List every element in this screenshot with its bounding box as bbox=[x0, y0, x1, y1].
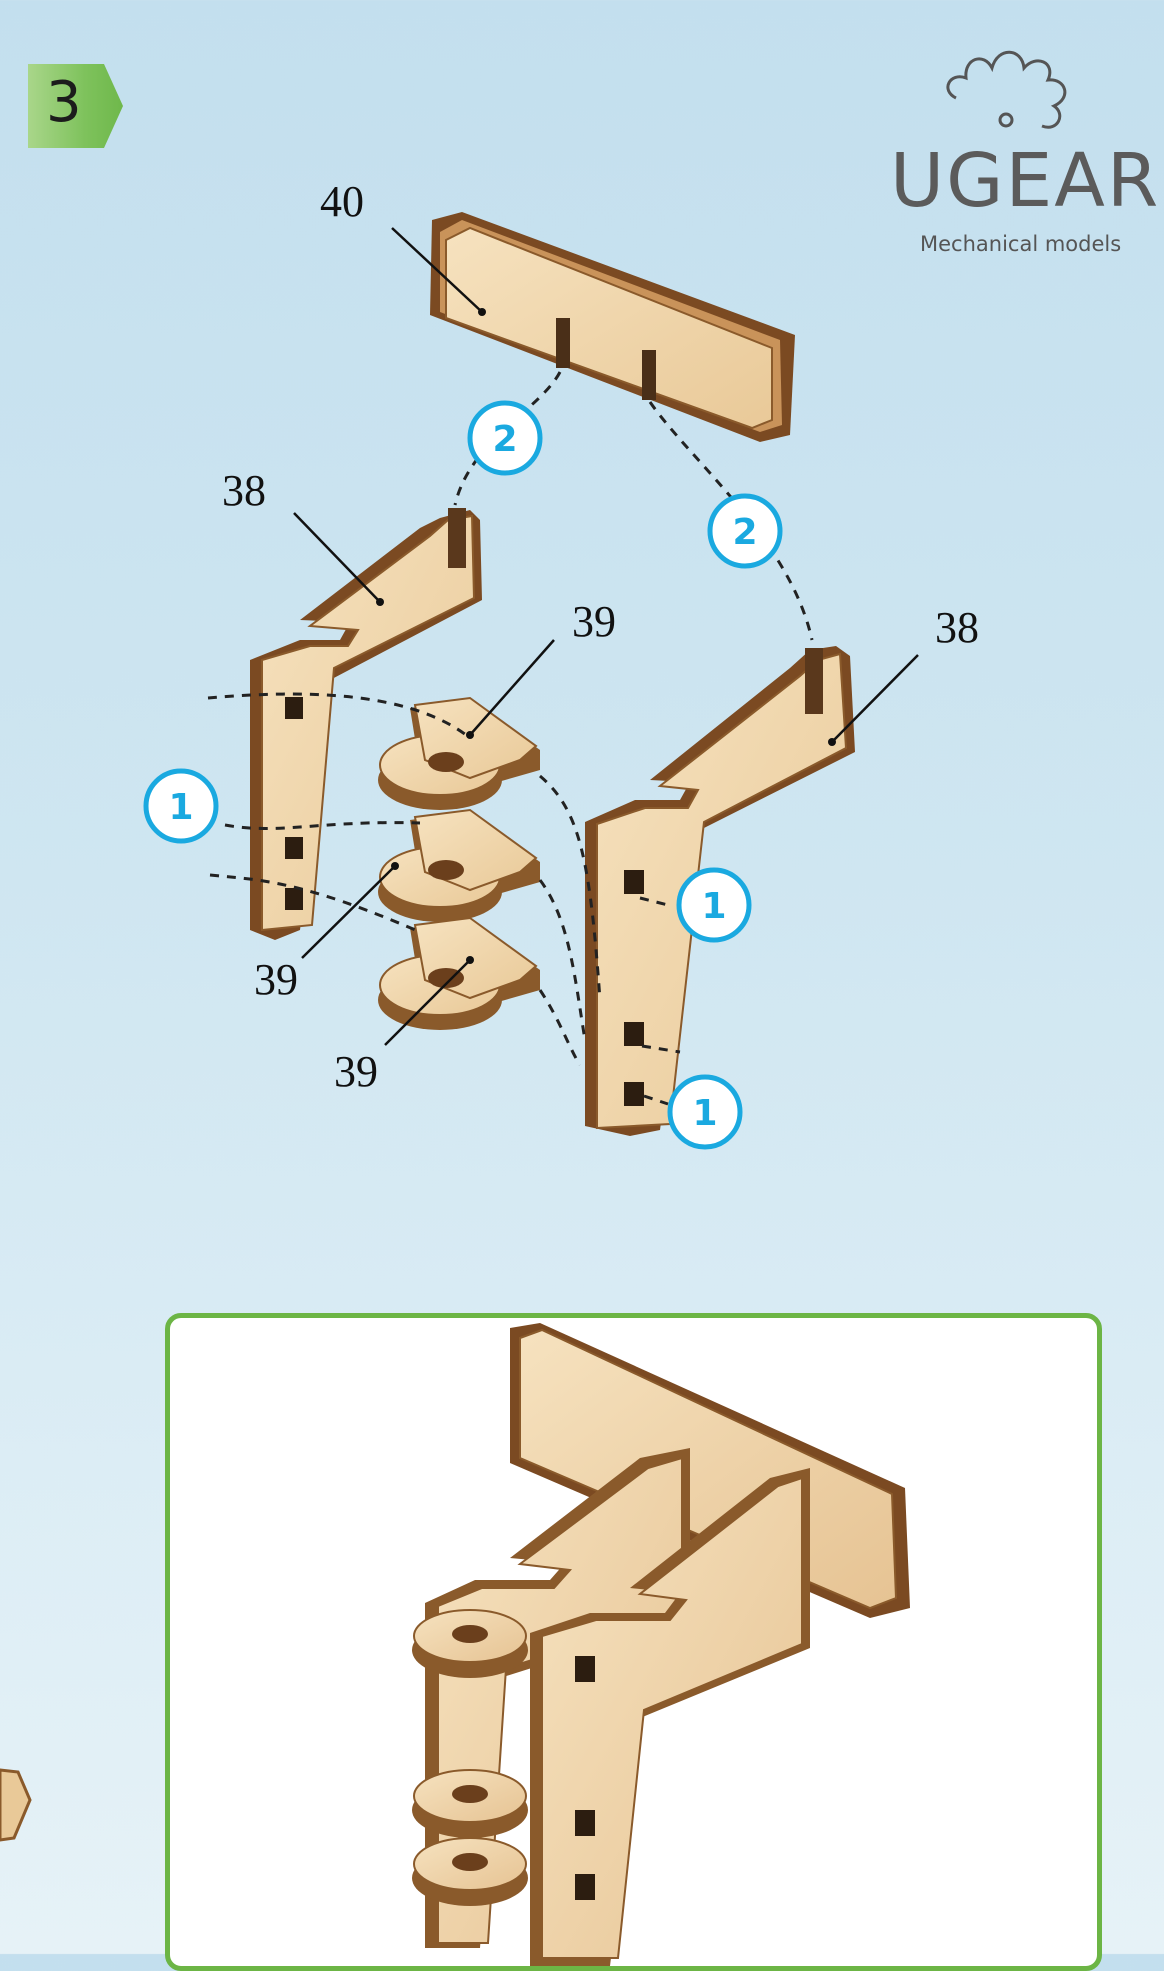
part-label-39-bottom: 39 bbox=[334, 1047, 378, 1096]
svg-text:2: 2 bbox=[732, 512, 757, 553]
svg-text:1: 1 bbox=[168, 787, 193, 828]
step-marker-1-right-top: 1 bbox=[679, 870, 749, 940]
step-marker-1-left: 1 bbox=[146, 771, 216, 841]
part-label-38-left: 38 bbox=[222, 466, 266, 515]
assembled-result-panel bbox=[165, 1313, 1102, 1971]
partial-part-edge bbox=[0, 1770, 30, 1840]
step-marker-2-left: 2 bbox=[470, 403, 540, 473]
step-marker-1-right-bottom: 1 bbox=[670, 1077, 740, 1147]
part-label-39-top: 39 bbox=[572, 597, 616, 646]
part-label-40: 40 bbox=[320, 177, 364, 226]
step-marker-2-right: 2 bbox=[710, 496, 780, 566]
svg-text:2: 2 bbox=[492, 419, 517, 460]
svg-text:1: 1 bbox=[692, 1093, 717, 1134]
part-label-39-middle: 39 bbox=[254, 955, 298, 1004]
part-label-38-right: 38 bbox=[935, 603, 979, 652]
assembled-model-image bbox=[170, 1318, 1097, 1966]
part-39-middle bbox=[378, 810, 540, 922]
svg-text:1: 1 bbox=[701, 886, 726, 927]
part-39-bottom bbox=[378, 918, 540, 1030]
part-39-top bbox=[378, 698, 540, 810]
